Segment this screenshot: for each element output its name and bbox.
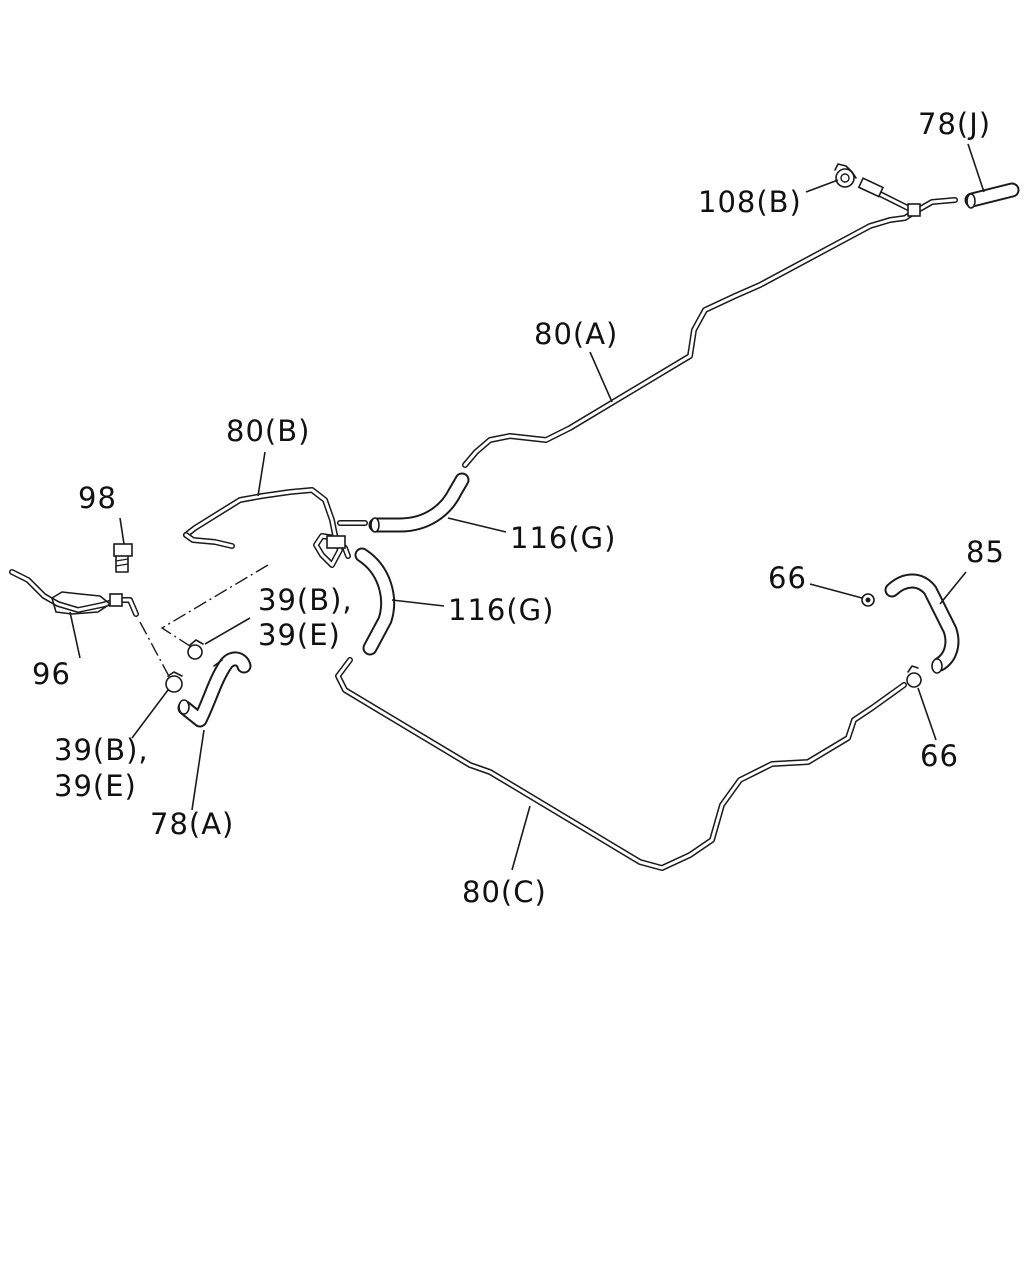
junction-block (326, 535, 346, 549)
fitting-joint (907, 203, 921, 217)
label-96: 96 (32, 657, 71, 691)
pipe-80a[interactable] (462, 209, 917, 468)
label-66-top: 66 (768, 561, 807, 595)
fuel-pipe-fitting-top (857, 177, 958, 217)
label-80c: 80(C) (462, 875, 547, 909)
clip-39-lower[interactable] (165, 671, 183, 693)
alignment-lines (139, 564, 269, 683)
label-39b-low: 39(B), (54, 733, 149, 767)
label-116g-upper: 116(G) (510, 521, 616, 555)
label-78j: 78(J) (918, 107, 991, 141)
clip-66-top[interactable] (861, 593, 875, 607)
label-66-bottom: 66 (920, 739, 959, 773)
leader-lines (69, 143, 985, 871)
label-39e-mid: 39(E) (258, 618, 341, 652)
pipe-80c[interactable] (335, 657, 907, 871)
label-39e-low: 39(E) (54, 769, 137, 803)
label-80a: 80(A) (534, 317, 618, 351)
hose-78a[interactable] (177, 651, 252, 728)
label-108b: 108(B) (698, 185, 802, 219)
label-78a: 78(A) (150, 807, 234, 841)
pipe-96[interactable] (9, 569, 139, 617)
hose-78j[interactable] (964, 182, 1020, 209)
hose-116g-lower[interactable] (354, 547, 396, 656)
label-80b: 80(B) (226, 414, 310, 448)
clip-108b[interactable] (834, 163, 857, 188)
clip-39-upper[interactable] (187, 639, 204, 660)
label-85: 85 (966, 535, 1005, 569)
hose-116g-upper[interactable] (368, 472, 470, 533)
part-labels: 78(J) 108(B) 80(A) 80(B) 116(G) 116(G) 9… (32, 107, 1005, 909)
label-98: 98 (78, 481, 117, 515)
clip-66-bottom[interactable] (906, 665, 922, 688)
label-116g-lower: 116(G) (448, 593, 554, 627)
label-39b-mid: 39(B), (258, 583, 353, 617)
pipe-end-collar (857, 177, 885, 198)
hose-85[interactable] (884, 573, 960, 674)
bolt-98[interactable] (113, 543, 133, 573)
pipe-80b[interactable] (183, 487, 368, 568)
